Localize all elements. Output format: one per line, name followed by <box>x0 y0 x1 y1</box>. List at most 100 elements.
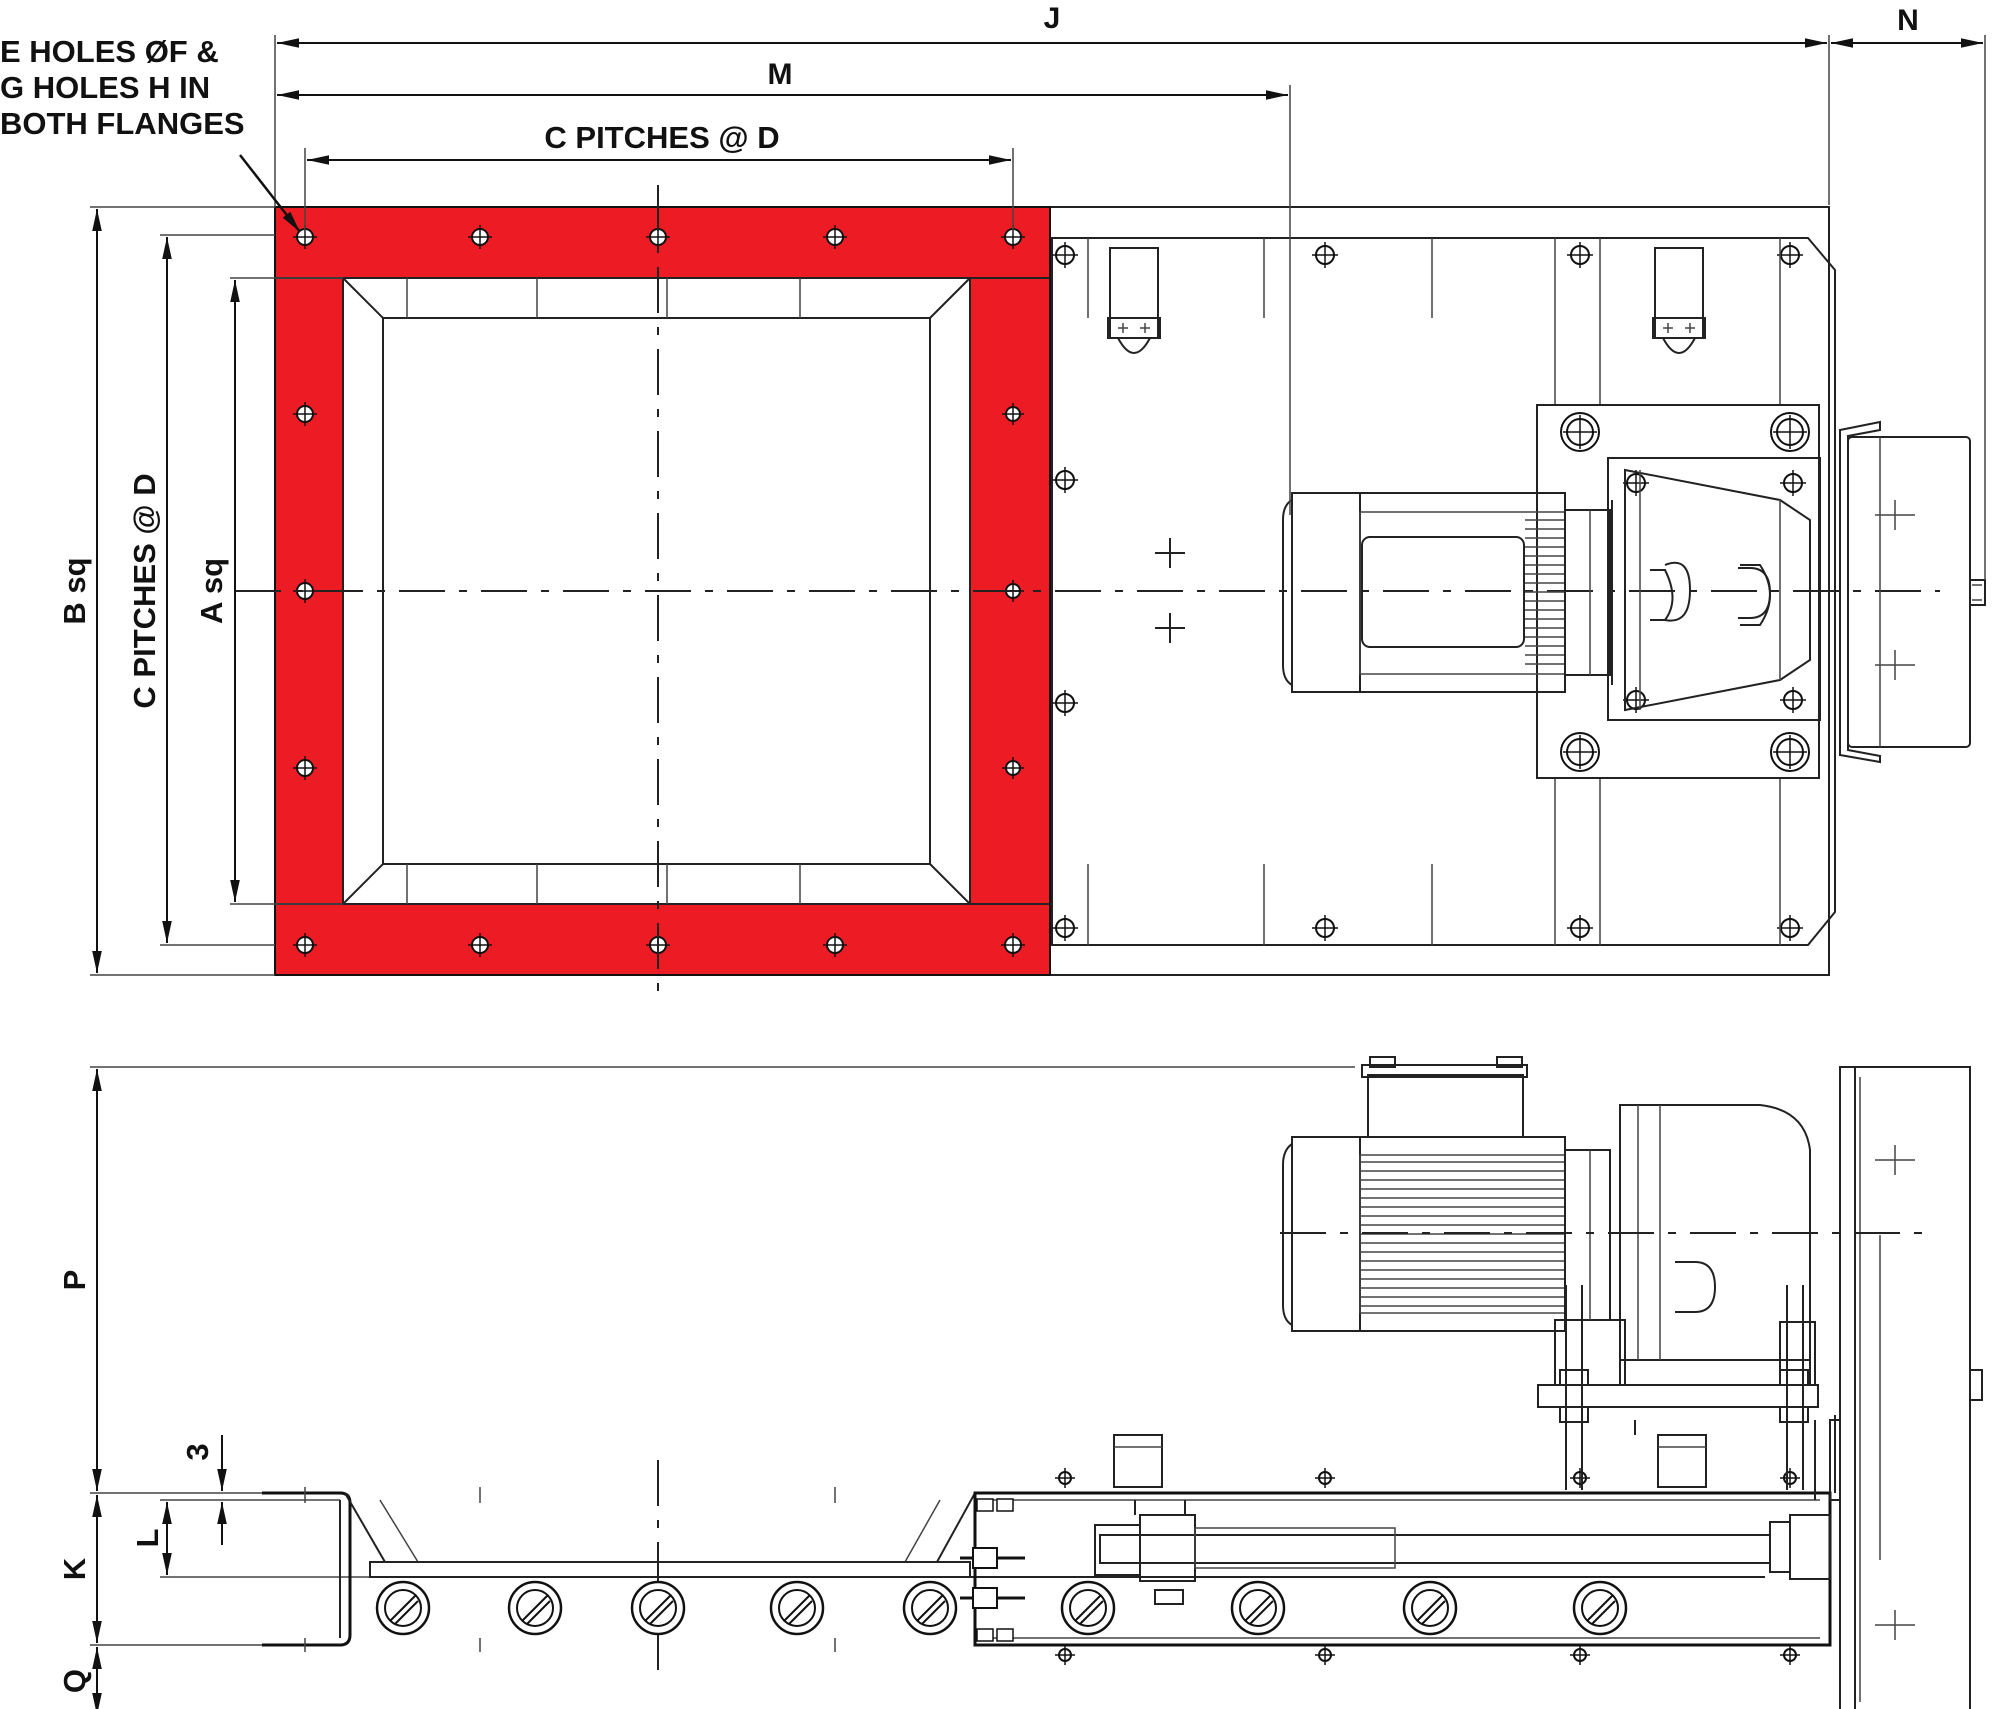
housing-bolt <box>1570 1645 1590 1665</box>
roller <box>1572 1580 1628 1636</box>
terminal-box <box>1367 1074 1524 1138</box>
flange-hole <box>1002 403 1024 425</box>
label-holes-line1: E HOLES ØF & <box>0 34 219 69</box>
side-bolts <box>960 1468 1800 1665</box>
label-l: L <box>130 1529 165 1548</box>
proximity-sensor-right <box>1652 247 1706 354</box>
roller <box>507 1580 563 1636</box>
gearbox-bolt <box>1780 470 1806 496</box>
throat-ticks <box>406 278 801 904</box>
flange-hole <box>823 225 847 249</box>
roller <box>1230 1580 1286 1636</box>
roller <box>902 1580 958 1636</box>
body-hole <box>1777 242 1803 268</box>
gearbox-top-plate <box>1607 457 1821 721</box>
mount-bolt <box>1770 412 1810 452</box>
roller <box>769 1580 825 1636</box>
stop-bolt <box>996 1498 1014 1512</box>
limit-stud <box>960 1547 1025 1569</box>
label-c-pitches-horizontal: C PITCHES @ D <box>544 120 779 155</box>
flange-bevel-lines <box>342 277 971 905</box>
housing-bolt <box>1780 1645 1800 1665</box>
handwheel-side <box>1839 1066 1971 1709</box>
label-c-pitches-vertical: C PITCHES @ D <box>127 473 162 708</box>
label-p: P <box>57 1270 92 1291</box>
label-q: Q <box>57 1669 92 1693</box>
flange-hole <box>1002 757 1024 779</box>
body-hole <box>1052 242 1078 268</box>
housing-bolt <box>1055 1645 1075 1665</box>
flange-profile <box>262 1491 352 1647</box>
mount-pillars <box>1565 1285 1804 1490</box>
actuator-rod <box>1099 1534 1771 1564</box>
flange-band-lines <box>275 277 1050 905</box>
gearbox-slot <box>1650 564 1771 626</box>
rod-clevis <box>1139 1514 1196 1582</box>
body-hole <box>1052 467 1078 493</box>
roller <box>375 1580 431 1636</box>
body-hole <box>1052 690 1078 716</box>
stop-bolt <box>976 1628 994 1642</box>
flange-hole <box>468 933 492 957</box>
gearbox-side <box>1619 1104 1811 1361</box>
blade <box>369 1561 971 1578</box>
body-hole <box>1052 915 1078 941</box>
flange-hole <box>823 933 847 957</box>
roller <box>630 1580 686 1636</box>
sensor-side-left <box>1113 1434 1163 1488</box>
flange-hole <box>293 756 317 780</box>
motor-side <box>1282 1056 1611 1332</box>
stop-bolt <box>996 1628 1014 1642</box>
proximity-sensor-left <box>1107 247 1161 354</box>
body-hole <box>1567 242 1593 268</box>
label-holes-line2: G HOLES H IN <box>0 70 210 105</box>
side-dimensions: P K Q L 3 <box>57 1069 227 1709</box>
roller <box>1060 1580 1116 1636</box>
plan-dimensions: J N M C PITCHES @ D E HOLES ØF & G HOLES… <box>0 2 1986 976</box>
housing-bolt <box>1315 1468 1335 1488</box>
mount-bolt <box>1560 412 1600 452</box>
housing-bolt <box>1780 1468 1800 1488</box>
spindle <box>1970 579 1986 606</box>
drive-bracket <box>1839 420 1881 764</box>
label-n: N <box>1897 4 1919 37</box>
label-holes-line3: BOTH FLANGES <box>0 106 245 141</box>
side-view <box>90 1056 1983 1709</box>
label-m: M <box>768 58 793 91</box>
mount-bolt <box>1770 732 1810 772</box>
housing-bolt <box>1055 1468 1075 1488</box>
flange-hole <box>468 225 492 249</box>
body-hole <box>1777 915 1803 941</box>
body-hole <box>1312 915 1338 941</box>
housing-bolt <box>1570 1468 1590 1488</box>
centre-crosses <box>1155 538 1185 643</box>
holes-leader <box>239 154 301 233</box>
flange-hole <box>1001 933 1025 957</box>
body-hole <box>1567 915 1593 941</box>
label-k: K <box>57 1557 92 1580</box>
body-hole <box>1312 242 1338 268</box>
label-a-sq: A sq <box>194 558 229 624</box>
motor-plan <box>1282 492 1613 693</box>
gate-body-plate <box>1051 237 1836 946</box>
stop-bolt <box>976 1498 994 1512</box>
mount-bolt <box>1560 732 1600 772</box>
gearbox-bolt <box>1780 687 1806 713</box>
housing-bolt <box>1315 1645 1335 1665</box>
hopper-profile <box>344 1492 976 1563</box>
sensor-side-right <box>1657 1434 1707 1488</box>
roller <box>1402 1580 1458 1636</box>
limit-stud <box>960 1587 1025 1609</box>
body-guide-lines <box>1087 238 1781 945</box>
rollers <box>375 1580 1628 1636</box>
plan-view <box>235 185 1986 1000</box>
flange-hole <box>293 402 317 426</box>
body-holes <box>1052 242 1810 941</box>
label-3: 3 <box>180 1443 215 1460</box>
label-j: J <box>1044 2 1061 35</box>
label-b-sq: B sq <box>57 557 92 624</box>
handwheel-plan <box>1847 436 1971 748</box>
flange-hole <box>293 933 317 957</box>
rod-end <box>1094 1524 1141 1576</box>
